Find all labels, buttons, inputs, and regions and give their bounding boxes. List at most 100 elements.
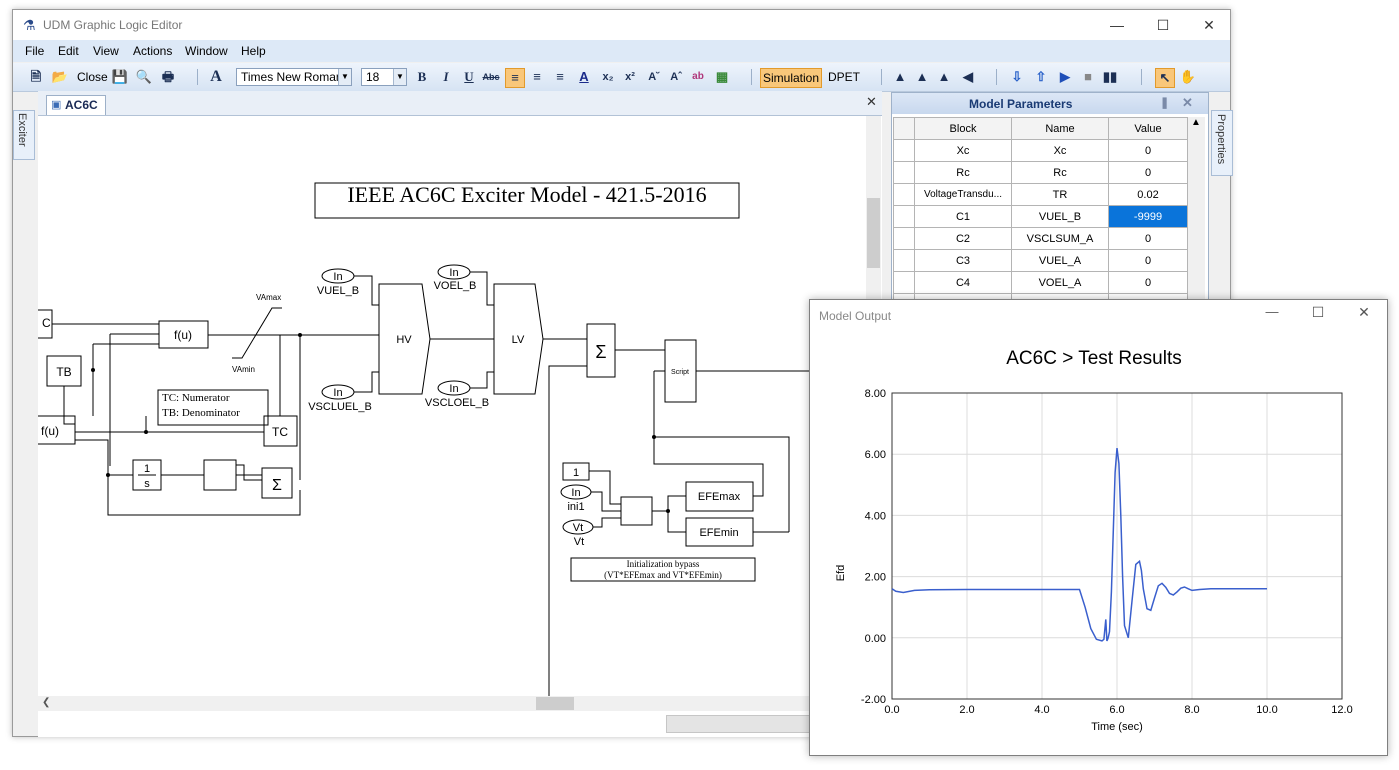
switch-block[interactable] bbox=[620, 496, 653, 526]
align-shapes-top-icon[interactable]: ◀ bbox=[963, 69, 973, 84]
scrollbar-thumb[interactable] bbox=[867, 198, 880, 268]
cell-name[interactable]: VUEL_A bbox=[1011, 249, 1109, 272]
font-color-icon[interactable]: A bbox=[579, 69, 589, 84]
column-header-block[interactable]: Block bbox=[914, 117, 1012, 140]
subscript-icon[interactable]: x₂ bbox=[602, 71, 614, 83]
cell-name[interactable]: VSCLSUM_A bbox=[1011, 227, 1109, 250]
font-size-select[interactable]: 18▼ bbox=[361, 68, 407, 86]
close-window-button[interactable]: ✕ bbox=[1358, 304, 1370, 320]
align-shapes-left-icon[interactable]: ▲ bbox=[893, 69, 907, 84]
font-icon[interactable]: A bbox=[210, 68, 222, 85]
strikethrough-icon[interactable]: Abc bbox=[482, 72, 500, 82]
cell-value[interactable]: 0 bbox=[1108, 249, 1188, 272]
cell-name[interactable]: TR bbox=[1011, 183, 1109, 206]
export-icon[interactable]: ⇧ bbox=[1035, 69, 1047, 84]
fu-block-2[interactable] bbox=[38, 415, 76, 445]
close-tab-icon[interactable]: ✕ bbox=[866, 94, 877, 109]
insert-image-icon[interactable]: ▦ bbox=[715, 69, 729, 84]
bar-chart-icon[interactable]: ▮▮ bbox=[1102, 69, 1118, 84]
tc-tb-note[interactable] bbox=[157, 389, 269, 426]
play-icon[interactable]: ▶ bbox=[1060, 69, 1070, 84]
cell-value[interactable]: 0 bbox=[1108, 227, 1188, 250]
cell-name[interactable]: Xc bbox=[1011, 139, 1109, 162]
new-file-icon[interactable]: 🗎 bbox=[30, 69, 42, 84]
close-panel-icon[interactable]: ✕ bbox=[1182, 95, 1193, 110]
maximize-button[interactable]: ☐ bbox=[1156, 17, 1170, 33]
column-header-value[interactable]: Value bbox=[1108, 117, 1188, 140]
minimize-button[interactable]: — bbox=[1110, 17, 1124, 33]
column-header-name[interactable]: Name bbox=[1011, 117, 1109, 140]
sum-block-1[interactable] bbox=[261, 467, 293, 499]
cell-block[interactable]: VoltageTransdu... bbox=[914, 183, 1012, 206]
cell-name[interactable]: Rc bbox=[1011, 161, 1109, 184]
underline-icon[interactable]: U bbox=[464, 69, 474, 84]
shrink-font-icon[interactable]: A˘ bbox=[648, 71, 660, 83]
cell-block[interactable]: Xc bbox=[914, 139, 1012, 162]
init-bypass-note[interactable] bbox=[570, 557, 756, 582]
diagram-title-box[interactable] bbox=[314, 182, 740, 219]
menu-file[interactable]: File bbox=[25, 44, 45, 58]
simulation-button[interactable]: Simulation bbox=[760, 68, 822, 88]
close-button[interactable]: Close bbox=[77, 70, 108, 84]
scroll-left-icon[interactable]: ❮ bbox=[42, 697, 51, 708]
menu-help[interactable]: Help bbox=[241, 44, 266, 58]
hv-block[interactable] bbox=[378, 283, 431, 395]
pointer-icon[interactable]: ↖ bbox=[1155, 68, 1175, 88]
bold-icon[interactable]: B bbox=[417, 69, 427, 84]
side-tab-exciter[interactable]: Exciter bbox=[13, 110, 35, 160]
import-icon[interactable]: ⇩ bbox=[1011, 69, 1023, 84]
close-window-button[interactable]: ✕ bbox=[1203, 17, 1215, 33]
cell-block[interactable]: C2 bbox=[914, 227, 1012, 250]
save-icon[interactable]: 💾 bbox=[111, 69, 129, 84]
cell-value[interactable]: 0 bbox=[1108, 161, 1188, 184]
align-right-icon[interactable]: ≡ bbox=[556, 69, 564, 84]
font-name-select[interactable]: Times New Roman▼ bbox=[236, 68, 352, 86]
lv-block[interactable] bbox=[493, 283, 544, 395]
pin-icon[interactable]: ❚ bbox=[1160, 97, 1170, 109]
cell-block[interactable]: Rc bbox=[914, 161, 1012, 184]
cell-block[interactable]: C3 bbox=[914, 249, 1012, 272]
scrollbar-thumb[interactable] bbox=[536, 697, 574, 710]
menu-actions[interactable]: Actions bbox=[133, 44, 173, 58]
menu-window[interactable]: Window bbox=[185, 44, 228, 58]
stop-icon[interactable]: ■ bbox=[1084, 69, 1092, 84]
menu-view[interactable]: View bbox=[93, 44, 119, 58]
menu-edit[interactable]: Edit bbox=[58, 44, 79, 58]
params-scrollbar[interactable]: ▲ bbox=[1188, 117, 1205, 301]
dpet-button[interactable]: DPET bbox=[828, 70, 861, 84]
product-block[interactable] bbox=[203, 459, 237, 491]
align-left-icon[interactable]: ≡ bbox=[505, 68, 525, 88]
pan-hand-icon[interactable]: ✋ bbox=[1179, 69, 1197, 84]
cell-name[interactable]: VUEL_B bbox=[1011, 205, 1109, 228]
minimize-button[interactable]: — bbox=[1265, 304, 1279, 319]
cell-value[interactable]: 0.02 bbox=[1108, 183, 1188, 206]
cell-block[interactable]: C4 bbox=[914, 271, 1012, 294]
print-preview-icon[interactable]: 🔍 bbox=[135, 69, 153, 84]
tab-ac6c[interactable]: ▣ AC6C bbox=[46, 95, 106, 115]
side-tab-properties[interactable]: Properties bbox=[1211, 110, 1233, 176]
cell-value[interactable]: 0 bbox=[1108, 271, 1188, 294]
cell-value-selected[interactable]: -9999 bbox=[1108, 205, 1188, 228]
spell-check-icon[interactable]: ab bbox=[692, 71, 704, 82]
grow-font-icon[interactable]: Aˆ bbox=[670, 71, 682, 83]
align-shapes-right-icon[interactable]: ▲ bbox=[937, 69, 951, 84]
document-horizontal-scrollbar[interactable]: ❮ bbox=[38, 696, 882, 711]
cell-block[interactable]: C1 bbox=[914, 205, 1012, 228]
cell-name[interactable]: VOEL_A bbox=[1011, 271, 1109, 294]
align-center-icon[interactable]: ≡ bbox=[533, 69, 541, 84]
open-folder-icon[interactable]: 📂 bbox=[51, 69, 69, 84]
cell-value[interactable]: 0 bbox=[1108, 139, 1188, 162]
align-shapes-center-icon[interactable]: ▲ bbox=[915, 69, 929, 84]
print-icon[interactable]: 🖶 bbox=[161, 69, 175, 84]
maximize-button[interactable]: ☐ bbox=[1311, 304, 1325, 320]
superscript-icon[interactable]: x² bbox=[625, 71, 635, 83]
italic-icon[interactable]: I bbox=[443, 69, 449, 84]
scroll-up-icon[interactable]: ▲ bbox=[1191, 117, 1201, 128]
